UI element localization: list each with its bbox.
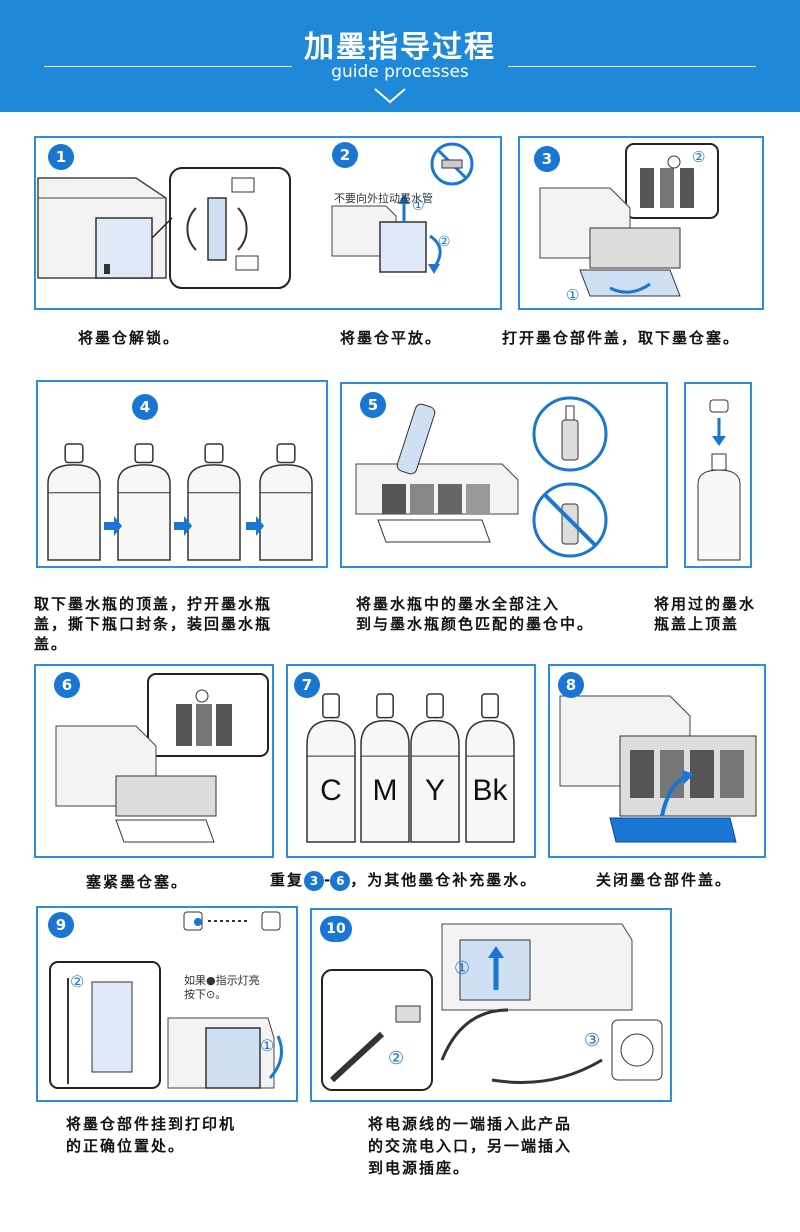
step-7-badge: 7 xyxy=(294,672,320,698)
step-9-marker-1: ① xyxy=(260,1036,275,1055)
arrow-right-icon xyxy=(246,516,264,536)
four-bottles-illustration xyxy=(306,693,515,843)
ink-bottle-3 xyxy=(410,693,460,843)
step-9-caption-line-2: 的正确位置处。 xyxy=(66,1137,186,1155)
power-cord-illustration xyxy=(321,923,663,1091)
step-9-panel: 9 如果●指示灯亮 按下⊙。 ① ② xyxy=(36,906,298,1102)
step-2-warning: 不要向外拉动墨水管 xyxy=(334,192,433,205)
step-7-dash: - xyxy=(324,871,331,889)
arrow-right-icon xyxy=(174,516,192,536)
bottle-cap-illustration xyxy=(47,443,313,561)
step-3-badge: 3 xyxy=(534,146,560,172)
step-9-caption-line-1: 将墨仓部件挂到打印机 xyxy=(66,1115,237,1133)
step-7-caption-suffix: ，为其他墨仓补充墨水。 xyxy=(350,871,538,889)
ink-label-cyan: C xyxy=(320,774,342,807)
step-2-caption: 将墨仓平放。 xyxy=(340,329,443,347)
step-10-marker-2: ② xyxy=(388,1048,405,1069)
ink-bottle-4 xyxy=(465,693,515,843)
ink-label-black: Bk xyxy=(472,774,508,807)
step-2-marker-2: ② xyxy=(438,234,451,250)
page-subtitle: guide processes xyxy=(331,62,469,82)
step-9-marker-2: ② xyxy=(70,972,85,991)
step-5-caption-line-1: 将墨水瓶中的墨水全部注入 xyxy=(356,595,561,613)
step-10-caption-line-1: 将电源线的一端插入此产品 xyxy=(368,1115,573,1133)
step-1-badge: 1 xyxy=(48,144,74,170)
step-4-panel: 4 xyxy=(36,380,328,568)
step-4-badge: 4 xyxy=(132,394,158,420)
step-4-caption-line-3: 盖。 xyxy=(34,635,69,653)
step-9-note-line-2: 按下⊙。 xyxy=(184,988,227,1001)
step-10-caption-line-3: 到电源插座。 xyxy=(368,1159,471,1177)
step-7-panel: 7 C M Y Bk xyxy=(286,664,536,858)
step-recap-caption-line-1: 将用过的墨水 xyxy=(654,595,757,613)
close-cover-illustration xyxy=(559,695,757,843)
step-5-panel: 5 xyxy=(340,382,668,568)
ink-label-magenta: M xyxy=(372,774,398,807)
close-stopper-illustration xyxy=(55,673,269,843)
arrow-right-icon xyxy=(104,516,122,536)
step-recap-caption-line-2: 瓶盖上顶盖 xyxy=(654,615,740,633)
step-6-panel: 6 xyxy=(34,664,274,858)
step-6-badge: 6 xyxy=(54,672,80,698)
step-10-panel: 10 ① ② ③ xyxy=(310,908,672,1102)
bottle-3 xyxy=(187,443,241,561)
bottle-4 xyxy=(259,443,313,561)
header-rule-right xyxy=(508,66,756,67)
ink-bottle-2 xyxy=(360,693,410,843)
step-10-marker-1: ① xyxy=(454,958,471,979)
header-rule-left xyxy=(44,66,292,67)
step-7-to-badge: 6 xyxy=(330,870,351,891)
step-2-panel: 2 不要向外拉动墨水管 ① ② xyxy=(326,136,502,310)
step-4-caption-line-2: 盖，撕下瓶口封条，装回墨水瓶 xyxy=(34,615,273,633)
step-8-badge: 8 xyxy=(558,672,584,698)
step-9-note-line-1: 如果●指示灯亮 xyxy=(184,974,260,987)
step-3-caption: 打开墨仓部件盖，取下墨仓塞。 xyxy=(502,329,741,347)
hang-tank-illustration xyxy=(49,911,284,1089)
step-10-caption-line-2: 的交流电入口，另一端插入 xyxy=(368,1137,573,1155)
step-8-caption: 关闭墨仓部件盖。 xyxy=(596,871,733,889)
step-10-marker-3: ③ xyxy=(584,1030,601,1051)
page-title: 加墨指导过程 xyxy=(304,30,496,65)
printer-unlock-illustration xyxy=(37,167,291,289)
bottle-1 xyxy=(47,443,101,561)
step-9-badge: 9 xyxy=(48,912,74,938)
step-10-badge: 10 xyxy=(320,916,352,942)
tank-flat-illustration xyxy=(331,142,474,274)
step-5-caption-line-2: 到与墨水瓶颜色匹配的墨仓中。 xyxy=(356,615,595,633)
step-4-caption-line-1: 取下墨水瓶的顶盖，拧开墨水瓶 xyxy=(34,595,273,613)
ink-label-yellow: Y xyxy=(424,774,445,807)
step-2-badge: 2 xyxy=(332,142,358,168)
header-banner: 加墨指导过程 guide processes xyxy=(0,0,800,112)
step-3-marker-2: ② xyxy=(692,148,706,166)
step-6-caption: 塞紧墨仓塞。 xyxy=(86,873,189,891)
step-7-from-badge: 3 xyxy=(304,870,325,891)
step-1-caption: 将墨仓解锁。 xyxy=(78,329,181,347)
step-2-marker-1: ① xyxy=(412,198,425,214)
recap-bottle-illustration xyxy=(697,399,741,561)
step-5-badge: 5 xyxy=(360,392,386,418)
bottle-2 xyxy=(117,443,171,561)
chevron-down-icon xyxy=(374,88,406,104)
pour-ink-illustration xyxy=(355,396,608,558)
step-recap-panel xyxy=(684,382,752,568)
step-8-panel: 8 xyxy=(548,664,766,858)
step-3-panel: 3 ② ① xyxy=(518,136,764,310)
open-cover-illustration xyxy=(539,143,719,297)
step-3-marker-1: ① xyxy=(566,286,580,304)
ink-bottle-1 xyxy=(306,693,356,843)
step-7-caption-prefix: 重复 xyxy=(270,871,305,889)
